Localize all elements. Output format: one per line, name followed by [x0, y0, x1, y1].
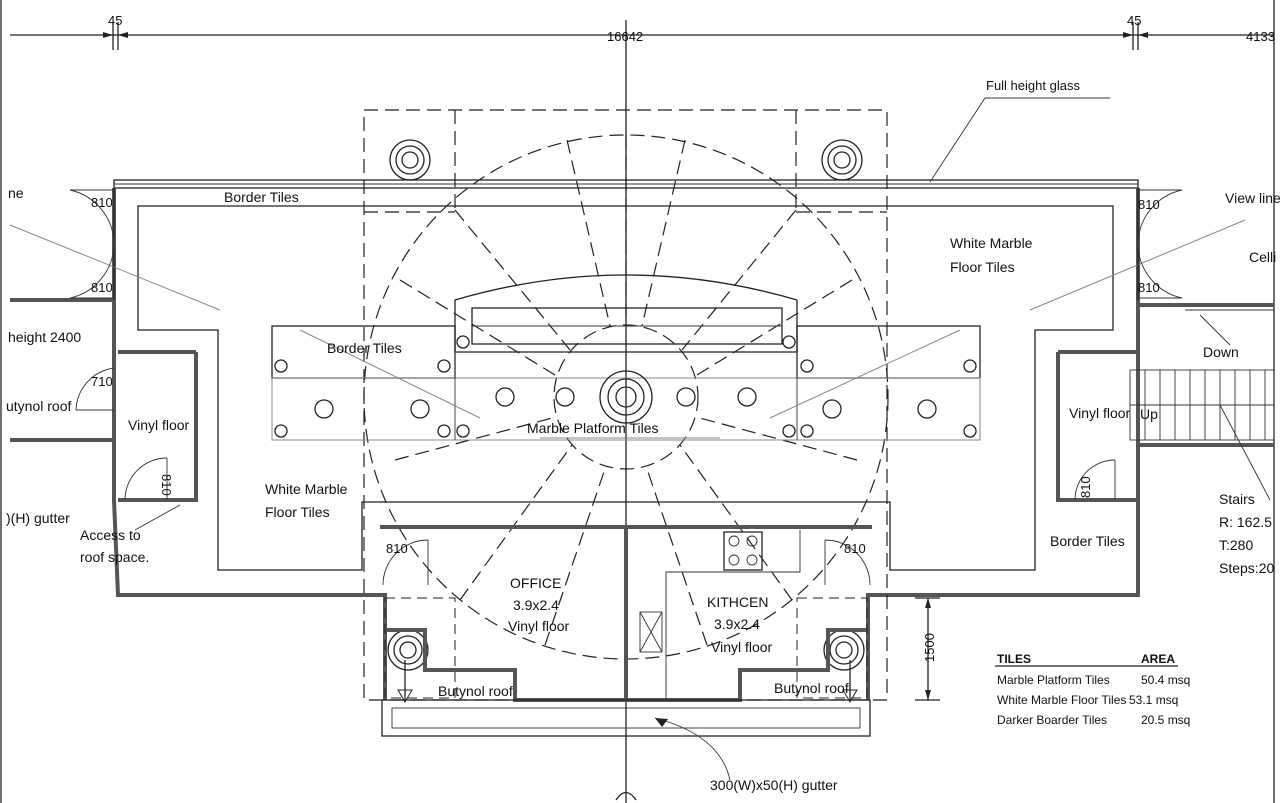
tiles-table-row-area: 53.1 msq: [1129, 693, 1178, 707]
label-kitchen-floor: Vinyl floor: [711, 639, 773, 655]
door-label: 810: [844, 541, 866, 556]
label-stairs-down: Down: [1203, 344, 1239, 360]
label-access-2: roof space.: [80, 549, 149, 565]
label-butynol-left: utynol roof: [6, 398, 71, 414]
tiles-table-header-area: AREA: [1141, 652, 1175, 666]
label-kitchen-name: KITHCEN: [707, 594, 768, 610]
label-vinyl-right: Vinyl floor: [1069, 405, 1131, 421]
office-kitchen-block: [380, 525, 872, 781]
tiles-table-row-name: Darker Boarder Tiles: [997, 713, 1107, 727]
light-fixtures: [274, 335, 977, 438]
dim-right-partial: 4133: [1246, 29, 1275, 44]
label-gutter-bottom: 300(W)x50(H) gutter: [710, 777, 838, 793]
outer-wall-left: [10, 188, 387, 700]
label-stairs-up: Up: [1140, 406, 1158, 422]
label-stairs-steps: Steps:20: [1219, 560, 1274, 576]
label-access-1: Access to: [80, 527, 141, 543]
label-white-marble-right-2: Floor Tiles: [950, 259, 1015, 275]
vertical-dimension: [915, 597, 940, 701]
door-label: 810: [1138, 280, 1160, 295]
label-view-line-right: View line: [1225, 190, 1280, 206]
label-stairs-rise: R: 162.5: [1219, 514, 1272, 530]
label-gutter-left: )(H) gutter: [6, 510, 70, 526]
tiles-table-row-area: 50.4 msq: [1141, 673, 1190, 687]
label-height-2400: height 2400: [8, 329, 81, 345]
label-office-name: OFFICE: [510, 575, 561, 591]
label-vinyl-left: Vinyl floor: [128, 417, 190, 433]
marble-platform: [271, 274, 981, 441]
door-label: 810: [91, 280, 113, 295]
door-label: 810: [91, 195, 113, 210]
dim-overall-width: 16642: [607, 29, 643, 44]
door-label: 810: [1138, 197, 1160, 212]
north-arrow-icon: [615, 791, 637, 801]
label-border-tiles-top: Border Tiles: [224, 189, 299, 205]
dim-vertical-1500: 1500: [922, 633, 937, 662]
dim-left-gap: 45: [108, 13, 122, 28]
label-marble-platform: Marble Platform Tiles: [527, 420, 658, 436]
door-label: 810: [159, 474, 174, 496]
label-full-height-glass: Full height glass: [986, 78, 1080, 93]
tiles-table-row-name: White Marble Floor Tiles: [997, 693, 1126, 707]
door-swings-right: [1074, 188, 1183, 501]
tiles-table-header-name: TILES: [997, 652, 1031, 666]
door-label: 810: [386, 541, 408, 556]
dim-right-gap: 45: [1127, 13, 1141, 28]
label-butynol-roof-left: Butynol roof: [438, 683, 513, 699]
door-label: 810: [1078, 476, 1093, 498]
door-label: 710: [91, 374, 113, 389]
label-view-line-left: ne: [8, 185, 24, 201]
access-leader-line: [134, 504, 181, 531]
label-stairs-tread: T:280: [1219, 537, 1253, 553]
label-office-size: 3.9x2.4: [513, 597, 559, 613]
label-white-marble-left-1: White Marble: [265, 481, 348, 497]
tiles-table-row-area: 20.5 msq: [1141, 713, 1190, 727]
label-kitchen-size: 3.9x2.4: [714, 616, 760, 632]
label-border-tiles-mid: Border Tiles: [327, 340, 402, 356]
label-butynol-roof-right: Butynol roof: [774, 680, 849, 696]
staircase: [1129, 309, 1275, 501]
view-lines: [9, 219, 1246, 439]
door-swings-left: [69, 188, 168, 501]
label-ceiling-right: Celli: [1249, 249, 1276, 265]
label-office-floor: Vinyl floor: [508, 618, 570, 634]
outer-wall-right: [866, 188, 1274, 700]
label-white-marble-right-1: White Marble: [950, 235, 1033, 251]
label-border-tiles-right: Border Tiles: [1050, 533, 1125, 549]
tiles-table-row-name: Marble Platform Tiles: [997, 673, 1110, 687]
inner-floor-outline: [137, 205, 1114, 571]
label-white-marble-left-2: Floor Tiles: [265, 504, 330, 520]
label-stairs-title: Stairs: [1219, 491, 1255, 507]
